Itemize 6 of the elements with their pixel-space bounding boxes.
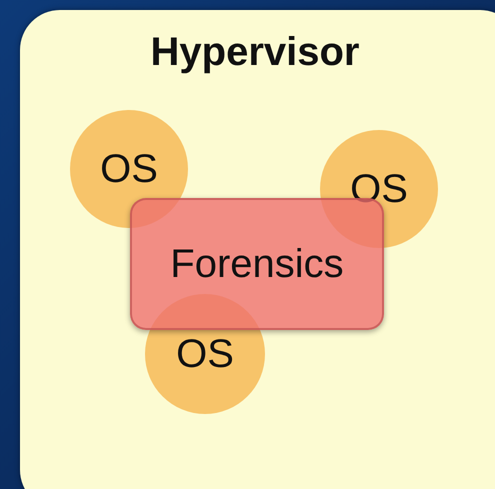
os-label: OS [350, 169, 408, 209]
forensics-label: Forensics [170, 244, 344, 284]
os-label: OS [176, 334, 234, 374]
os-label: OS [100, 149, 158, 189]
panel-title: Hypervisor [150, 32, 360, 72]
hypervisor-panel [20, 10, 495, 489]
